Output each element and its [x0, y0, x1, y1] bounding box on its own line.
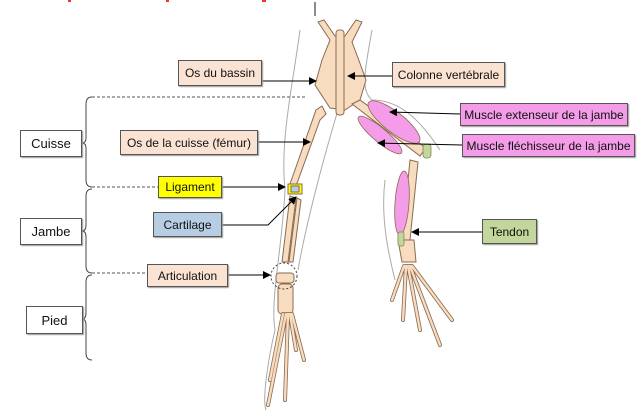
region-braces	[81, 96, 93, 361]
label-os-du-bassin: Os du bassin	[178, 60, 262, 86]
region-label-jambe: Jambe	[20, 218, 82, 245]
label-arrows	[222, 72, 482, 279]
label-muscle-extenseur: Muscle extenseur de la jambe	[460, 103, 628, 126]
region-label-pied: Pied	[26, 306, 83, 334]
label-ligament: Ligament	[158, 176, 222, 198]
region-label-cuisse: Cuisse	[20, 130, 82, 157]
tendons	[397, 143, 432, 247]
label-cartilage: Cartilage	[153, 212, 222, 237]
label-articulation: Articulation	[147, 264, 228, 287]
dashed-guides	[92, 96, 305, 274]
body-outline	[264, 29, 441, 411]
articulation-circle	[270, 262, 298, 290]
muscles	[357, 100, 421, 236]
cartilage-mark	[290, 185, 300, 193]
top-clipped-text	[68, 0, 266, 2]
label-colonne-vertebrale: Colonne vertébrale	[392, 62, 505, 87]
label-os-de-la-cuisse: Os de la cuisse (fémur)	[120, 130, 258, 155]
bones	[266, 19, 454, 407]
label-tendon: Tendon	[482, 219, 537, 244]
label-muscle-flechisseur: Muscle fléchisseur de la jambe	[462, 134, 635, 157]
